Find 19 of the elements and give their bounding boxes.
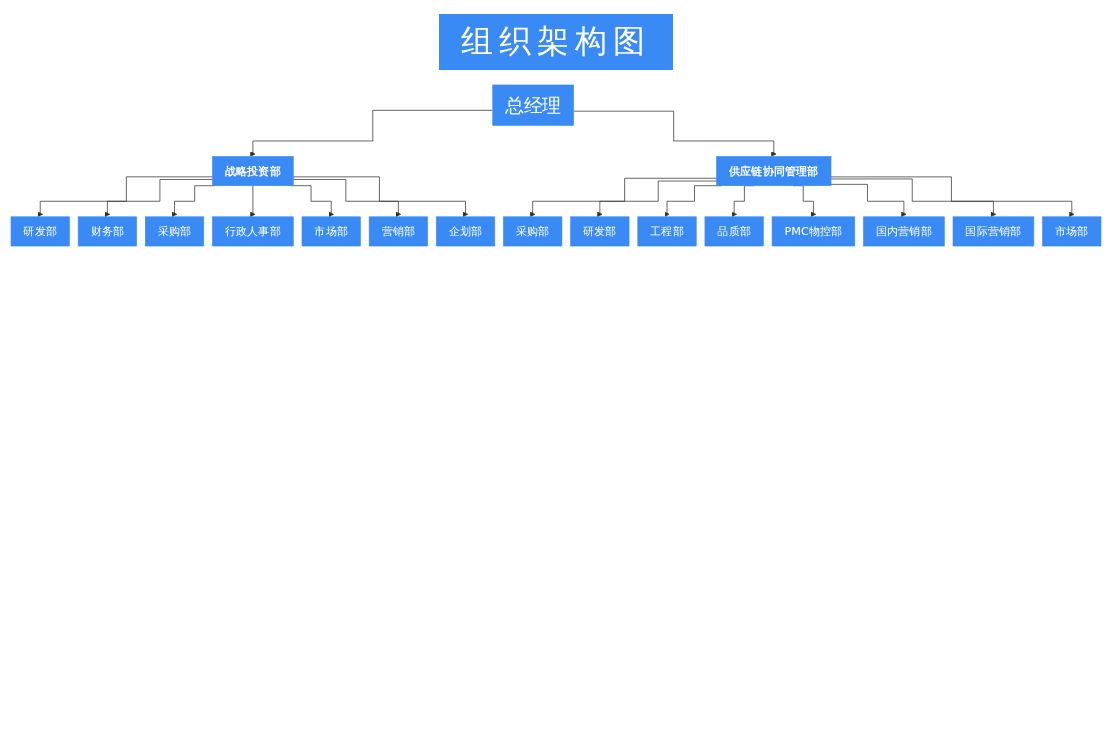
title: 组织架构图 <box>438 14 673 70</box>
node-box: 财务部 <box>77 216 137 247</box>
node-box: 研发部 <box>569 216 629 247</box>
node-box: 企划部 <box>435 216 495 247</box>
node-box: 总经理 <box>491 84 574 126</box>
node-box: 营销部 <box>368 216 428 247</box>
node-box: 战略投资部 <box>211 156 294 186</box>
node-box: 市场部 <box>301 216 361 247</box>
node-box: 国内营销部 <box>862 216 945 247</box>
node-box: 市场部 <box>1041 216 1101 247</box>
node-box: 采购部 <box>144 216 204 247</box>
node-box: PMC物控部 <box>771 216 855 247</box>
node-box: 采购部 <box>502 216 562 247</box>
node-box: 国际营销部 <box>952 216 1034 247</box>
node-box: 工程部 <box>636 216 697 247</box>
node-box: 行政人事部 <box>211 216 294 247</box>
node-box: 品质部 <box>704 216 764 247</box>
node-box: 供应链协同管理部 <box>715 156 831 186</box>
node-box: 研发部 <box>10 216 70 247</box>
